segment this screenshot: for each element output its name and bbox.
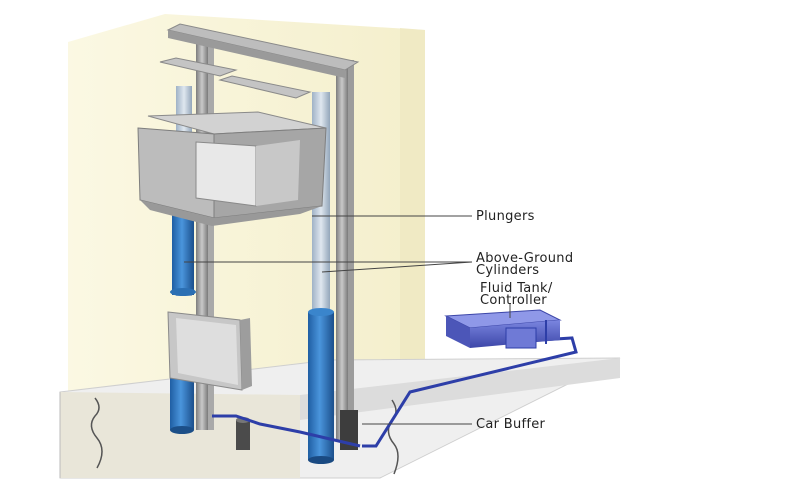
lower-car-panel [167,311,252,391]
label-tank-line1: Fluid Tank/ [480,281,553,296]
label-car-buffer: Car Buffer [476,417,546,432]
label-cylinders-line1: Above-Ground [476,251,574,266]
left-cylinder-upper [172,215,194,295]
car-buffer [236,410,358,450]
label-cylinders-line2: Cylinders [476,263,540,278]
label-tank-line2: Controller [480,293,547,308]
hydraulic-pipe [212,336,578,448]
crosshead [159,23,360,99]
leader-lines [184,215,511,425]
label-plungers: Plungers [476,209,535,224]
elevator-car [137,111,327,226]
fluid-tank [444,309,562,349]
